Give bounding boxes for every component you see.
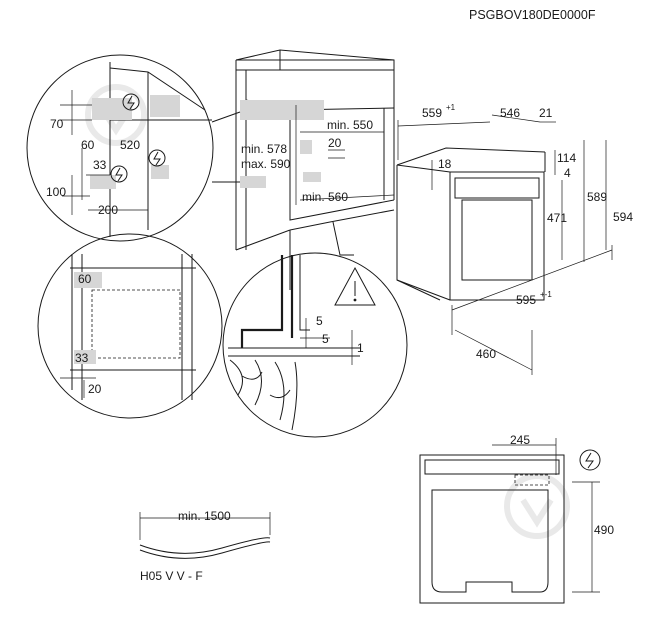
electric-warning-icon: [148, 149, 166, 167]
detail-circle-top-left: [26, 54, 214, 242]
detail-ml-60: 60: [78, 272, 92, 286]
detail-circle-section: [222, 252, 408, 438]
rear-view: [419, 438, 600, 604]
section-5-lower: 5: [322, 332, 329, 346]
oven-114: 114: [557, 151, 576, 165]
oven-18: 18: [438, 157, 452, 171]
detail-tl-100: 100: [46, 185, 66, 199]
watermark-logo: [85, 84, 570, 539]
electric-warning-icon: [122, 93, 140, 111]
oven-546: 546: [500, 106, 520, 120]
electric-warning-icon: [579, 449, 601, 471]
oven-460: 460: [476, 347, 496, 361]
oven-589: 589: [587, 190, 607, 204]
oven-471: 471: [547, 211, 567, 225]
detail-circle-middle-left: [37, 233, 223, 419]
rear-490: 490: [594, 523, 614, 537]
document-code: PSGBOV180DE0000F: [469, 8, 596, 22]
detail-ml-20: 20: [88, 382, 102, 396]
electric-warning-icon: [110, 165, 128, 183]
detail-tl-60: 60: [81, 138, 95, 152]
niche-min-578: min. 578: [241, 142, 287, 156]
niche-max-590: max. 590: [241, 157, 291, 171]
power-cable: [139, 512, 271, 559]
niche-min-550: min. 550: [327, 118, 373, 132]
section-5-upper: 5: [316, 314, 323, 328]
detail-ml-33: 33: [75, 351, 89, 365]
niche-depth-20: 20: [328, 136, 342, 150]
niche-cabinet-view: [235, 49, 395, 290]
oven-594: 594: [613, 210, 633, 224]
detail-tl-33: 33: [93, 158, 107, 172]
oven-21: 21: [539, 106, 553, 120]
oven-3d-view: [396, 114, 613, 375]
oven-595-tolerance: +-1: [540, 290, 552, 299]
cable-length: min. 1500: [178, 509, 231, 523]
detail-tl-70: 70: [50, 117, 64, 131]
rear-245: 245: [510, 433, 530, 447]
niche-min-560: min. 560: [302, 190, 348, 204]
oven-4: 4: [564, 166, 571, 180]
oven-595: 595: [516, 293, 536, 307]
cable-type: H05 V V - F: [140, 569, 203, 583]
oven-559: 559: [422, 106, 442, 120]
hazard-warning-icon: [334, 266, 376, 306]
detail-tl-200: 200: [98, 203, 118, 217]
oven-559-tolerance: +1: [446, 103, 456, 112]
section-1: 1: [357, 341, 364, 355]
detail-tl-520: 520: [120, 138, 140, 152]
